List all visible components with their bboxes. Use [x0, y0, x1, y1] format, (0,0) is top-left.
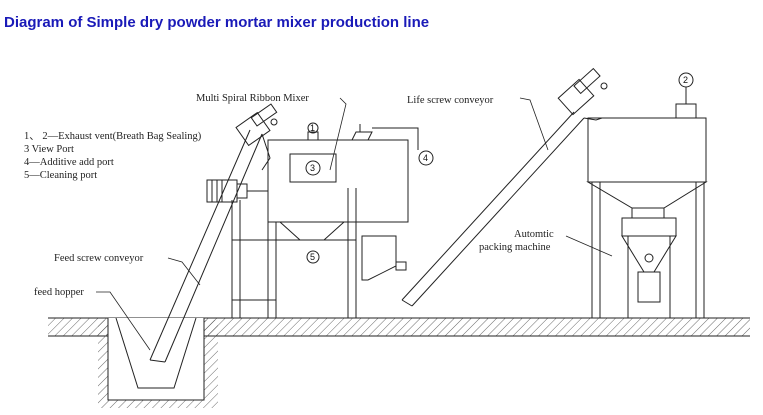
feed-hopper	[98, 317, 218, 408]
label-mixer: Multi Spiral Ribbon Mixer	[196, 93, 309, 104]
svg-text:1: 1	[310, 123, 315, 133]
label-feed-hopper: feed hopper	[34, 287, 84, 298]
legend-item: 3 View Port	[24, 144, 74, 155]
svg-text:5: 5	[310, 252, 315, 262]
svg-text:2: 2	[683, 75, 688, 85]
legend-item: 1、 2—Exhaust vent(Breath Bag Sealing)	[24, 131, 202, 142]
svg-text:4: 4	[423, 153, 428, 163]
packing-silo: 2	[586, 72, 708, 318]
feed-screw-conveyor	[149, 103, 278, 363]
diagram-title: Diagram of Simple dry powder mortar mixe…	[4, 14, 430, 31]
legend-item: 4—Additive add port	[24, 157, 114, 168]
label-feed-conveyor: Feed screw conveyor	[54, 253, 144, 264]
legend: 1、 2—Exhaust vent(Breath Bag Sealing) 3 …	[24, 130, 201, 182]
ribbon-mixer: 3 1 4 5	[231, 122, 434, 318]
svg-text:3: 3	[310, 163, 315, 173]
lift-screw-conveyor	[401, 67, 608, 307]
label-packing-line1: Automtic	[514, 229, 554, 240]
mixer-drive-motor	[206, 179, 268, 203]
label-lift-conveyor: Life screw conveyor	[407, 95, 494, 106]
label-packing-line2: packing machine	[479, 242, 551, 253]
leader-lines	[96, 97, 613, 351]
legend-item: 5—Cleaning port	[24, 170, 98, 181]
packing-machine	[621, 217, 677, 318]
